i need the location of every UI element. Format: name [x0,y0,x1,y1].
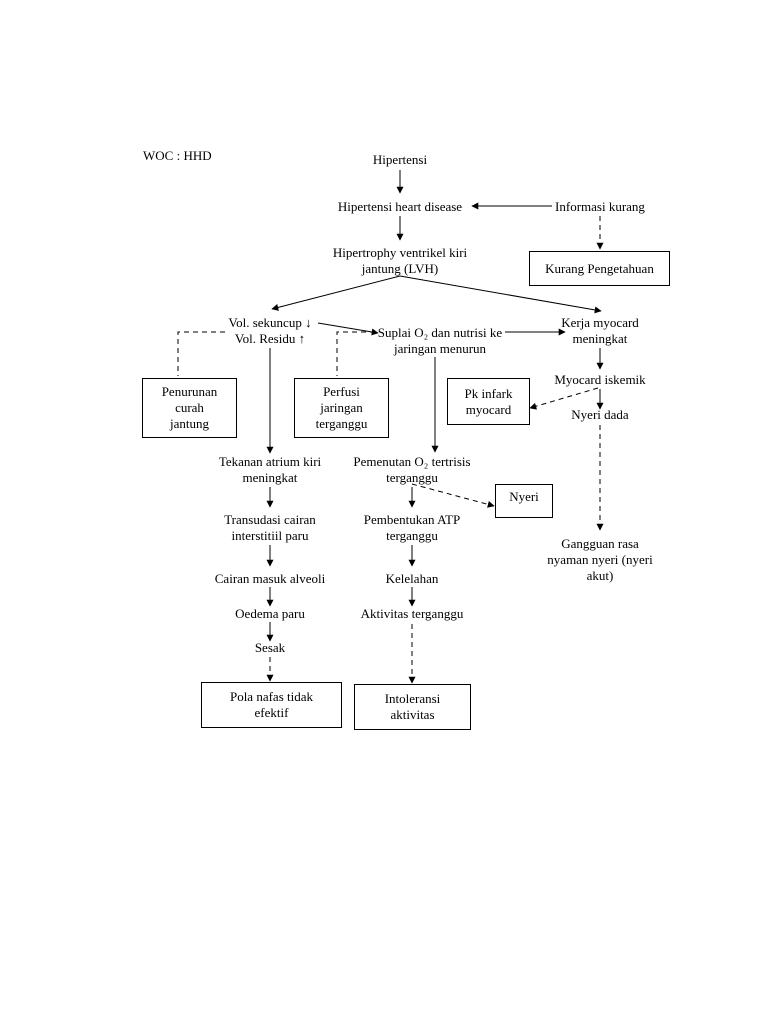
node-oedema-paru: Oedema paru [235,606,305,621]
node-tekanan-line1: Tekanan atrium kiri [218,454,322,469]
diagram-title: WOC : HHD [143,148,212,163]
node-penurunan-curah-jantung: Penurunan curah jantung [142,378,237,438]
node-hipertensi: Hipertensi [372,152,428,167]
node-penurunan-line2: curah [175,400,204,415]
node-pembentukan-atp: Pembentukan ATP terganggu [342,512,482,544]
node-pemenuhan-line1: Pemenutan O₂ tertrisis [353,454,471,469]
node-lvh: Hipertrophy ventrikel kiri jantung (LVH) [310,245,490,277]
node-pk-line2: myocard [465,401,512,417]
node-cairan-alveoli: Cairan masuk alveoli [214,571,326,586]
node-hhd: Hipertensi heart disease [337,199,463,214]
node-intoleransi-line1: Intoleransi [384,691,441,706]
node-kerja-myocard: Kerja myocard meningkat [545,315,655,347]
node-perfusi-line2: jaringan [320,400,363,415]
node-intoleransi-line2: aktivitas [390,707,435,722]
node-gangguan-rasa-nyaman: Gangguan rasa nyaman nyeri (nyeri akut) [530,536,670,584]
node-kelelahan: Kelelahan [385,571,439,586]
node-suplai: Suplai O₂ dan nutrisi ke jaringan menuru… [360,325,520,357]
node-aktivitas-terganggu: Aktivitas terganggu [360,606,464,621]
node-suplai-line2: jaringan menurun [393,341,487,356]
node-atp-line1: Pembentukan ATP [363,512,461,527]
node-perfusi-line1: Perfusi [323,384,360,399]
node-perfusi-jaringan: Perfusi jaringan terganggu [294,378,389,438]
node-pola-line2: efektif [254,705,289,720]
node-pemenuhan-line2: terganggu [386,470,438,485]
node-tekanan-line2: meningkat [242,470,298,485]
node-vol: Vol. sekuncup ↓ Vol. Residu ↑ [205,315,335,347]
dashed-vol-penurunan [177,331,225,376]
node-transudasi: Transudasi cairan interstitiil paru [200,512,340,544]
node-transudasi-line1: Transudasi cairan [224,512,316,527]
node-sesak: Sesak [254,640,286,655]
node-intoleransi-aktivitas: Intoleransi aktivitas [354,684,471,730]
node-pk-infark: Pk infark myocard [447,378,530,425]
node-transudasi-line2: interstitiil paru [231,528,309,543]
node-myocard-iskemik: Myocard iskemik [554,372,646,387]
dashed-iskemik-pk [529,387,599,410]
node-gangguan-line2: nyaman nyeri (nyeri [547,552,653,567]
node-kerja-line2: meningkat [572,331,628,346]
node-suplai-line1: Suplai O₂ dan nutrisi ke [377,325,503,340]
node-gangguan-line3: akut) [586,568,614,583]
node-pola-nafas: Pola nafas tidak efektif [201,682,342,728]
node-tekanan-atrium: Tekanan atrium kiri meningkat [200,454,340,486]
node-gangguan-line1: Gangguan rasa [561,536,639,551]
node-pemenuhan-o2: Pemenutan O₂ tertrisis terganggu [342,454,482,486]
node-kurang-pengetahuan: Kurang Pengetahuan [529,251,670,286]
node-nyeri: Nyeri [495,484,553,518]
node-vol-sekuncup: Vol. sekuncup ↓ [228,315,312,330]
arrow-vol-suplai [317,322,379,336]
node-pola-line1: Pola nafas tidak [229,689,314,704]
node-informasi-kurang: Informasi kurang [555,199,645,214]
node-kerja-line1: Kerja myocard [561,315,639,330]
node-nyeri-dada: Nyeri dada [571,407,629,422]
node-penurunan-line1: Penurunan [161,384,218,399]
arrow-lvh-vol [271,275,401,311]
node-lvh-line2: jantung (LVH) [361,261,439,276]
node-perfusi-line3: terganggu [315,416,368,431]
arrow-lvh-kerja [399,275,602,314]
dashed-pemenuhan-nyeri [411,483,495,508]
node-lvh-line1: Hipertrophy ventrikel kiri [332,245,468,260]
node-vol-residu: Vol. Residu ↑ [234,331,306,346]
node-atp-line2: terganggu [386,528,438,543]
node-pk-line1: Pk infark [464,385,513,401]
node-penurunan-line3: jantung [170,416,209,431]
dashed-suplai-perfusi [336,331,375,376]
